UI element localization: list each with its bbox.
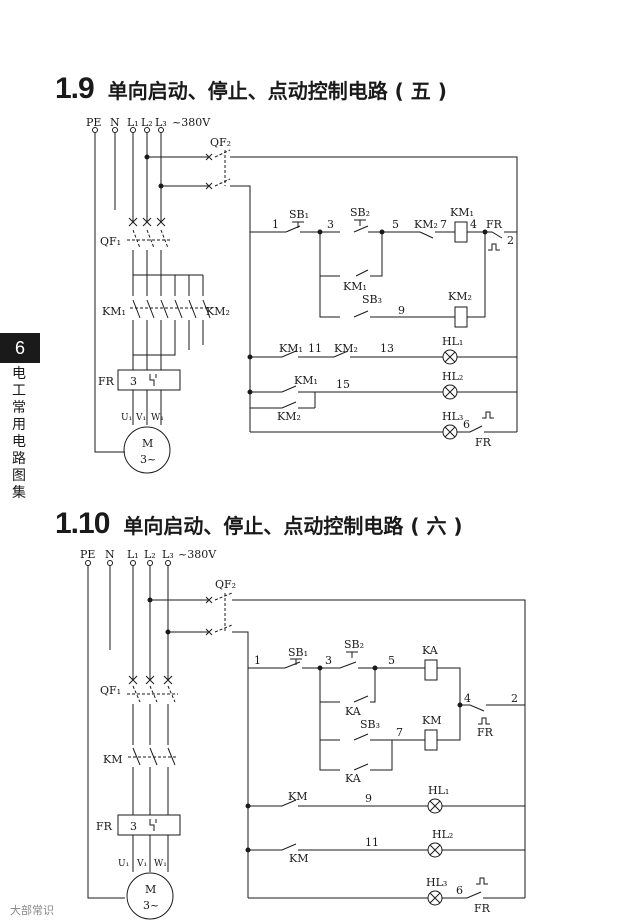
label-l3-2: L₃ [162, 548, 174, 561]
label-fr-2: FR [96, 820, 113, 833]
label-v-2: V₁ [136, 859, 147, 869]
label-sb3-2: SB₃ [360, 718, 380, 731]
label-l2-2: L₂ [144, 548, 156, 561]
section-2-number: 1.10 [55, 507, 110, 540]
label-w-2: W₁ [154, 859, 167, 869]
label-n5: 5 [392, 218, 399, 231]
label-voltage: ~380V [172, 116, 211, 129]
label-fr-val: 3 [130, 375, 137, 388]
label-fr-ctrl-2: FR [477, 726, 494, 739]
label-n9: 9 [398, 304, 405, 317]
label-hl2-2: HL₂ [432, 828, 453, 841]
label-km-coil: KM [422, 714, 441, 727]
label-n11-2: 11 [365, 836, 379, 849]
label-km1-coil: KM₁ [450, 206, 474, 219]
label-n2-2: 2 [511, 692, 518, 705]
label-km1-aux: KM₁ [343, 280, 367, 293]
label-n3: 3 [327, 218, 334, 231]
label-n-2: N [105, 548, 115, 561]
label-fr-b: FR [475, 436, 492, 449]
circuit-diagram-1: PE N L₁ L₂ L₃ ~380V QF₂ QF₁ KM₁ KM₂ FR 3… [86, 116, 518, 474]
label-qf1-2: QF₁ [100, 684, 121, 697]
label-km-hl1: KM [288, 790, 307, 803]
label-u-2: U₁ [118, 859, 129, 869]
label-sb1-2: SB₁ [288, 646, 308, 659]
section-1-heading: 1.9 单向启动、停止、点动控制电路 ( 五 ) [55, 72, 447, 106]
watermark: 大部常识 [10, 904, 54, 917]
label-motor-2: M [145, 883, 156, 896]
label-n3-2: 3 [325, 654, 332, 667]
label-pe: PE [86, 116, 101, 129]
label-n13: 13 [380, 342, 394, 355]
label-km2-ctrl: KM₂ [414, 218, 438, 231]
label-km2-hl: KM₂ [334, 342, 358, 355]
section-2-title: 单向启动、停止、点动控制电路 ( 六 ) [123, 514, 463, 538]
label-n9-2: 9 [365, 792, 372, 805]
label-n6: 6 [463, 418, 470, 431]
label-sb3: SB₃ [362, 293, 382, 306]
label-motor-phase: 3~ [140, 453, 156, 466]
power-terminals-1 [92, 127, 164, 133]
label-km2-coil: KM₂ [448, 290, 472, 303]
circuit-diagram-2: PE N L₁ L₂ L₃ ~380V QF₂ QF₁ KM FR 3 U₁ V… [80, 548, 526, 920]
label-ka-aux2: KA [345, 772, 362, 785]
label-km-main: KM [103, 753, 122, 766]
label-fr: FR [98, 375, 115, 388]
label-n5-2: 5 [388, 654, 395, 667]
label-n7-2: 7 [396, 726, 403, 739]
section-1-title: 单向启动、停止、点动控制电路 ( 五 ) [107, 79, 447, 103]
label-ka-aux1: KA [345, 705, 362, 718]
label-l2: L₂ [141, 116, 153, 129]
label-motor-phase-2: 3~ [143, 899, 159, 912]
label-n1-2: 1 [254, 654, 261, 667]
label-n4-2: 4 [464, 692, 471, 705]
label-hl3: HL₃ [442, 410, 463, 423]
label-fr-b-2: FR [474, 902, 491, 915]
label-sb1: SB₁ [289, 208, 309, 221]
label-n1: 1 [272, 218, 279, 231]
label-n15: 15 [336, 378, 350, 391]
label-km1-main: KM₁ [102, 305, 126, 318]
section-1-number: 1.9 [55, 72, 95, 105]
label-hl1: HL₁ [442, 335, 463, 348]
label-km1-b: KM₁ [294, 374, 318, 387]
power-terminals-2 [85, 560, 171, 566]
label-qf2: QF₂ [210, 136, 231, 149]
label-fr-ctrl: FR [486, 218, 503, 231]
label-km1-hl: KM₁ [279, 342, 303, 355]
label-n: N [110, 116, 120, 129]
label-hl2: HL₂ [442, 370, 463, 383]
label-l3: L₃ [155, 116, 167, 129]
label-n7: 7 [440, 218, 447, 231]
label-sb2-2: SB₂ [344, 638, 364, 651]
label-sb2: SB₂ [350, 206, 370, 219]
label-km2-b: KM₂ [277, 410, 301, 423]
label-n2: 2 [507, 234, 514, 247]
page-number-tab: 6 [0, 333, 40, 363]
section-2-heading: 1.10 单向启动、停止、点动控制电路 ( 六 ) [55, 507, 463, 541]
label-n6-2: 6 [456, 884, 463, 897]
label-n11: 11 [308, 342, 322, 355]
label-u: U₁ [121, 413, 132, 423]
label-hl1-2: HL₁ [428, 784, 449, 797]
label-l1-2: L₁ [127, 548, 139, 561]
label-w: W₁ [151, 413, 164, 423]
label-fr-val-2: 3 [130, 820, 137, 833]
label-voltage-2: ~380V [178, 548, 217, 561]
label-qf1: QF₁ [100, 235, 121, 248]
book-title-vertical: 电工常用电路图集 [12, 366, 26, 501]
label-pe-2: PE [80, 548, 95, 561]
label-hl3-2: HL₃ [426, 876, 447, 889]
label-v: V₁ [135, 413, 146, 423]
label-qf2-2: QF₂ [215, 578, 236, 591]
label-n4: 4 [470, 218, 477, 231]
label-l1: L₁ [127, 116, 139, 129]
label-km-hl2: KM [289, 852, 308, 865]
label-ka-coil: KA [422, 644, 439, 657]
label-motor: M [142, 437, 153, 450]
